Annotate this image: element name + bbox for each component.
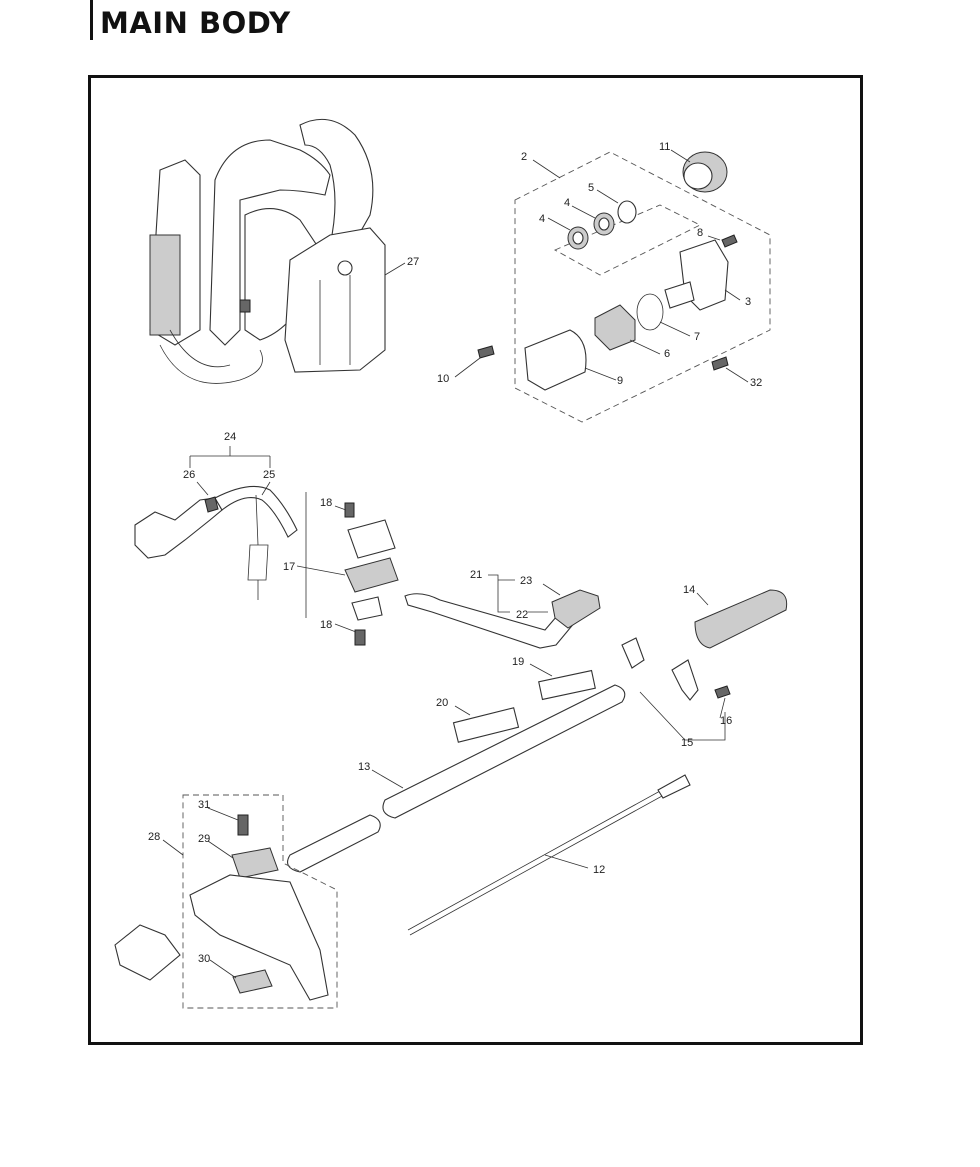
main-pipe-13 bbox=[287, 684, 626, 873]
page-title: MAIN BODY bbox=[100, 6, 291, 40]
callout-32: 32 bbox=[750, 377, 762, 389]
harness-27 bbox=[149, 118, 386, 384]
callout-18a: 18 bbox=[320, 497, 332, 509]
decal-20 bbox=[452, 707, 520, 743]
callout-13: 13 bbox=[358, 761, 370, 773]
callout-24: 24 bbox=[224, 431, 236, 443]
callout-10: 10 bbox=[437, 373, 449, 385]
callout-30: 30 bbox=[198, 953, 210, 965]
callout-8: 8 bbox=[697, 227, 703, 239]
callout-9: 9 bbox=[617, 375, 623, 387]
header-rule bbox=[90, 0, 93, 40]
callout-29: 29 bbox=[198, 833, 210, 845]
callout-16: 16 bbox=[720, 715, 732, 727]
hanger-15 bbox=[621, 637, 731, 741]
callout-4b: 4 bbox=[564, 197, 570, 209]
callout-18b: 18 bbox=[320, 619, 332, 631]
callout-23: 23 bbox=[520, 575, 532, 587]
callout-20: 20 bbox=[436, 697, 448, 709]
callout-6: 6 bbox=[664, 348, 670, 360]
leader-lines bbox=[162, 149, 749, 979]
callout-labels: 2 3 4 4 5 6 7 8 9 10 11 12 13 14 15 16 1… bbox=[148, 141, 762, 965]
callout-15: 15 bbox=[681, 737, 693, 749]
callout-17: 17 bbox=[283, 561, 295, 573]
callout-25: 25 bbox=[263, 469, 275, 481]
callout-28: 28 bbox=[148, 831, 160, 843]
decal-19 bbox=[538, 669, 596, 701]
throttle-handle-24 bbox=[134, 485, 298, 600]
callout-14: 14 bbox=[683, 584, 695, 596]
callout-11: 11 bbox=[659, 141, 670, 153]
callout-2: 2 bbox=[521, 151, 527, 163]
callout-5: 5 bbox=[588, 182, 594, 194]
drive-shaft-12 bbox=[407, 774, 691, 936]
callout-12: 12 bbox=[593, 864, 605, 876]
callout-19: 19 bbox=[512, 656, 524, 668]
callout-7: 7 bbox=[694, 331, 700, 343]
handle-clamp-17 bbox=[305, 492, 399, 646]
gear-case-assembly-2 bbox=[477, 151, 771, 423]
grip-14 bbox=[694, 589, 788, 649]
callout-3: 3 bbox=[745, 296, 751, 308]
callout-31: 31 bbox=[198, 799, 210, 811]
guard-assembly-28 bbox=[114, 794, 338, 1009]
callout-4a: 4 bbox=[539, 213, 545, 225]
handle-bar-21 bbox=[404, 589, 601, 649]
callout-22: 22 bbox=[516, 609, 528, 621]
callout-21: 21 bbox=[470, 569, 482, 581]
callout-27: 27 bbox=[407, 256, 419, 268]
callout-26: 26 bbox=[183, 469, 195, 481]
